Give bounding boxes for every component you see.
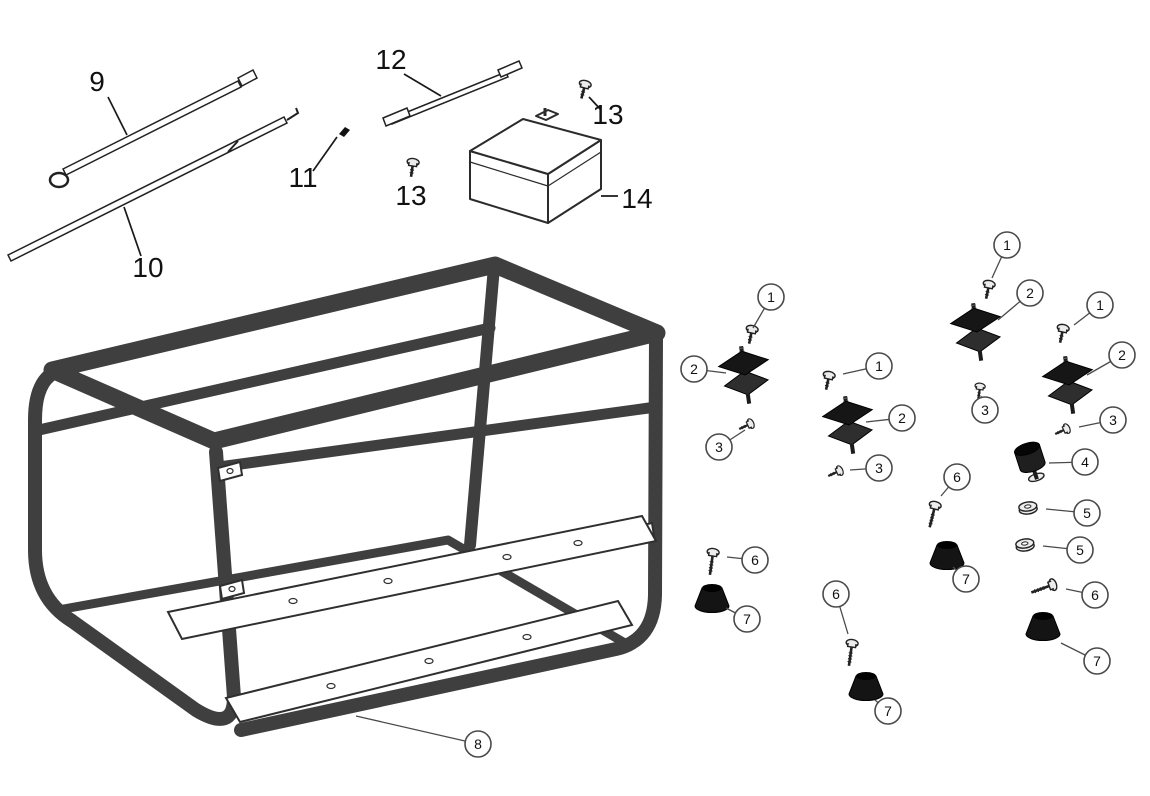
label-14: 14 bbox=[621, 183, 652, 214]
bolt-3 bbox=[824, 463, 846, 482]
callout-6: 6 bbox=[726, 546, 769, 574]
bolt-1 bbox=[1052, 322, 1072, 346]
callout-5: 5 bbox=[1045, 499, 1101, 527]
frame-tab bbox=[218, 578, 246, 601]
rubber-foot-7 bbox=[1025, 611, 1061, 641]
svg-text:2: 2 bbox=[690, 361, 698, 377]
vibration-mount-2 bbox=[1038, 350, 1100, 420]
frame-tab bbox=[216, 460, 244, 483]
callout-7: 7 bbox=[874, 697, 902, 725]
bolt-6 bbox=[702, 546, 721, 577]
bolt-6 bbox=[841, 637, 860, 668]
svg-text:1: 1 bbox=[1003, 237, 1011, 253]
svg-text:5: 5 bbox=[1083, 505, 1091, 521]
callout-7: 7 bbox=[1060, 642, 1111, 675]
svg-text:8: 8 bbox=[474, 736, 482, 752]
rubber-foot-7 bbox=[848, 671, 884, 701]
rubber-foot-7 bbox=[694, 583, 730, 613]
rod-9 bbox=[48, 68, 258, 189]
svg-text:6: 6 bbox=[953, 469, 961, 485]
vibration-mount-2 bbox=[714, 340, 776, 410]
flange-nut-5 bbox=[1017, 500, 1039, 516]
svg-text:7: 7 bbox=[743, 611, 751, 627]
callout-1: 1 bbox=[752, 283, 785, 329]
svg-text:7: 7 bbox=[962, 571, 970, 587]
rubber-foot-7 bbox=[929, 540, 965, 570]
bolt-6 bbox=[1027, 576, 1060, 600]
callout-5: 5 bbox=[1042, 536, 1094, 564]
bolt-1 bbox=[978, 278, 998, 302]
bolt-6 bbox=[922, 498, 944, 531]
callout-7: 7 bbox=[725, 605, 761, 633]
svg-text:3: 3 bbox=[875, 460, 883, 476]
callout-3: 3 bbox=[849, 454, 893, 482]
svg-text:1: 1 bbox=[875, 358, 883, 374]
callout-3: 3 bbox=[1078, 406, 1127, 434]
mounting-rail bbox=[224, 599, 634, 724]
callout-2: 2 bbox=[997, 279, 1044, 321]
battery-14 bbox=[469, 108, 602, 224]
svg-text:4: 4 bbox=[1081, 454, 1089, 470]
callout-2: 2 bbox=[1086, 341, 1136, 376]
pin-11 bbox=[339, 127, 350, 137]
hardware-parts bbox=[694, 278, 1100, 701]
callout-8: 8 bbox=[355, 715, 492, 758]
svg-text:6: 6 bbox=[751, 552, 759, 568]
rod-10 bbox=[6, 107, 300, 263]
svg-text:2: 2 bbox=[898, 410, 906, 426]
svg-text:7: 7 bbox=[1093, 653, 1101, 669]
svg-text:2: 2 bbox=[1026, 285, 1034, 301]
label-11: 11 bbox=[288, 162, 317, 193]
rod-12 bbox=[382, 60, 523, 127]
svg-text:5: 5 bbox=[1076, 542, 1084, 558]
callout-6: 6 bbox=[940, 463, 971, 497]
circled-callouts: 1 2 3 1 2 3 1 2 3 1 2 3 4 5 5 6 7 6 7 6 … bbox=[355, 231, 1136, 758]
svg-text:6: 6 bbox=[832, 586, 840, 602]
callout-3: 3 bbox=[971, 395, 999, 424]
svg-text:2: 2 bbox=[1118, 347, 1126, 363]
svg-text:3: 3 bbox=[715, 439, 723, 455]
label-13-top: 13 bbox=[592, 99, 623, 130]
bolt-3 bbox=[735, 416, 757, 435]
vibration-mount-2 bbox=[818, 390, 880, 460]
plain-labels: 9 10 11 12 13 13 14 bbox=[89, 44, 652, 283]
svg-text:1: 1 bbox=[1096, 297, 1104, 313]
callout-1: 1 bbox=[991, 231, 1021, 279]
label-10: 10 bbox=[132, 252, 163, 283]
bolt-1 bbox=[818, 369, 838, 393]
svg-text:3: 3 bbox=[981, 402, 989, 418]
bolt-3 bbox=[1051, 421, 1073, 440]
rubber-mount-4 bbox=[1010, 437, 1052, 487]
callout-7: 7 bbox=[952, 565, 980, 593]
screw-13-mid bbox=[403, 156, 421, 179]
label-12: 12 bbox=[375, 44, 406, 75]
callout-2: 2 bbox=[680, 355, 727, 383]
bolt-1 bbox=[741, 323, 761, 347]
callout-6: 6 bbox=[1065, 581, 1109, 609]
callout-2: 2 bbox=[865, 404, 916, 432]
label-13-mid: 13 bbox=[395, 180, 426, 211]
svg-text:3: 3 bbox=[1109, 412, 1117, 428]
svg-text:6: 6 bbox=[1091, 587, 1099, 603]
callout-1: 1 bbox=[842, 352, 893, 380]
callout-6: 6 bbox=[822, 580, 850, 635]
mounting-rail bbox=[166, 514, 658, 641]
frame-8 bbox=[28, 256, 666, 737]
svg-text:7: 7 bbox=[884, 703, 892, 719]
callout-4: 4 bbox=[1048, 448, 1099, 476]
callout-1: 1 bbox=[1073, 291, 1114, 326]
flange-nut-5 bbox=[1014, 537, 1036, 553]
svg-text:1: 1 bbox=[767, 289, 775, 305]
vibration-mount-2 bbox=[946, 297, 1008, 367]
callout-3: 3 bbox=[705, 429, 746, 461]
label-9: 9 bbox=[89, 66, 105, 97]
